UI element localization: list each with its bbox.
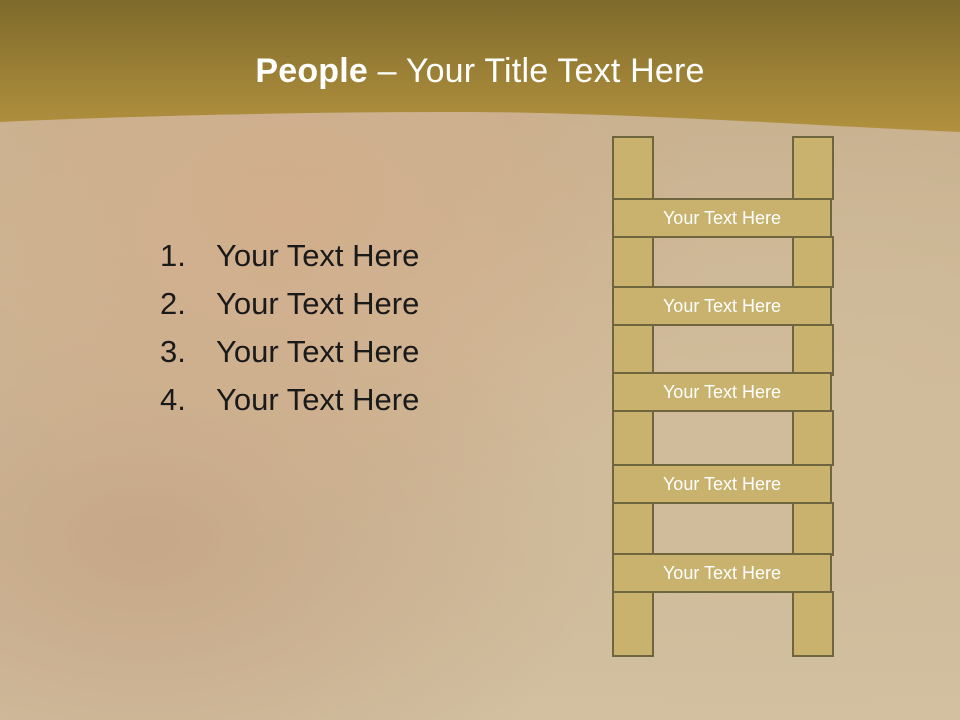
numbered-list: 1. Your Text Here 2. Your Text Here 3. Your… xyxy=(160,232,419,424)
ladder-rung: Your Text Here xyxy=(612,286,832,326)
ladder-rung: Your Text Here xyxy=(612,553,832,593)
list-text: Your Text Here xyxy=(216,382,420,417)
ladder-rail-left-segment xyxy=(612,502,654,556)
list-item: 3. Your Text Here xyxy=(160,328,419,376)
ladder-rail-right-segment xyxy=(792,236,834,288)
ladder-rail-right-segment xyxy=(792,591,834,657)
list-number: 1. xyxy=(160,238,186,273)
ladder-rail-left-segment xyxy=(612,324,654,376)
list-text: Your Text Here xyxy=(216,238,420,273)
list-text: Your Text Here xyxy=(216,334,420,369)
ladder-rail-right-segment xyxy=(792,324,834,376)
ladder-rail-right-segment xyxy=(792,136,834,200)
ladder-rail-right-segment xyxy=(792,410,834,466)
list-item: 2. Your Text Here xyxy=(160,280,419,328)
list-item: 4. Your Text Here xyxy=(160,376,419,424)
title-rest: – Your Title Text Here xyxy=(368,52,705,90)
ladder-rail-left-segment xyxy=(612,410,654,466)
header-band xyxy=(0,0,960,132)
ladder-rung: Your Text Here xyxy=(612,198,832,238)
ladder-rail-left-segment xyxy=(612,591,654,657)
title-bold: People xyxy=(255,52,369,90)
list-number: 3. xyxy=(160,334,186,369)
ladder-rail-right-segment xyxy=(792,502,834,556)
page-title: People – Your Title Text Here xyxy=(0,52,960,91)
list-text: Your Text Here xyxy=(216,286,420,321)
list-number: 4. xyxy=(160,382,186,417)
ladder-rail-left-segment xyxy=(612,236,654,288)
ladder-rail-left-segment xyxy=(612,136,654,200)
ladder-rung: Your Text Here xyxy=(612,464,832,504)
list-number: 2. xyxy=(160,286,186,321)
list-item: 1. Your Text Here xyxy=(160,232,419,280)
ladder-rung: Your Text Here xyxy=(612,372,832,412)
